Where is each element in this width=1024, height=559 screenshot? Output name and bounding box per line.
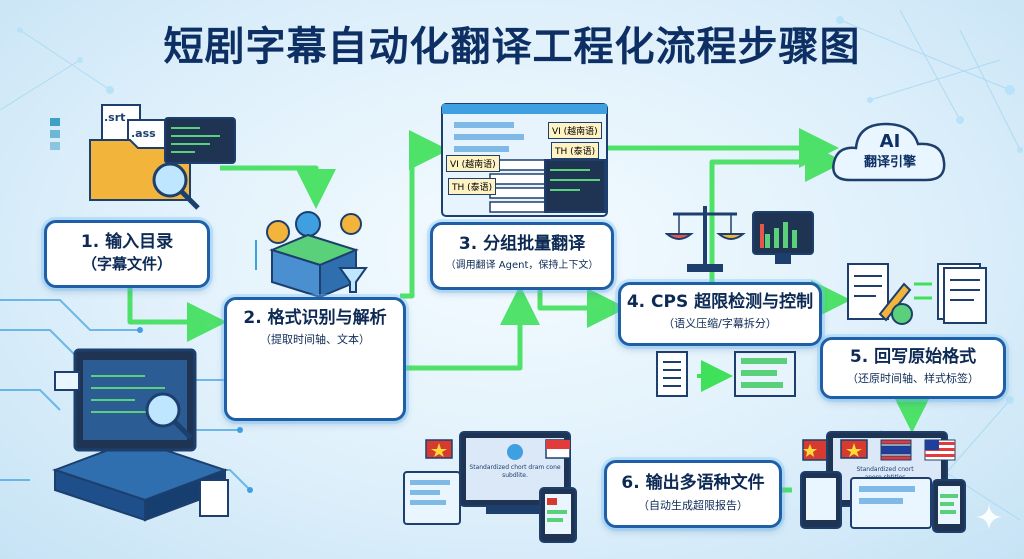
multilingual-devices-left <box>403 431 577 543</box>
ai-cloud-icon <box>832 122 946 182</box>
step-2-title: 2. 格式识别与解析 <box>243 308 387 328</box>
step-6-title: 6. 输出多语种文件 <box>621 473 765 493</box>
lang-tag-vi-1: VI (越南语) <box>548 122 602 139</box>
step-4-subtitle: （语义压缩/字幕拆分） <box>663 317 777 330</box>
diagram-title: 短剧字幕自动化翻译工程化流程步骤图 <box>163 24 861 70</box>
step-4-cps-control: 4. CPS 超限检测与控制 （语义压缩/字幕拆分） <box>618 282 822 346</box>
step-2-subtitle: （提取时间轴、文本） <box>260 333 370 346</box>
arrow-parse-up-to-translate <box>400 130 449 299</box>
parser-server-icon <box>255 211 368 299</box>
right-screen-subtitle-text: Standardized cnort anore sbtitles <box>856 466 914 481</box>
cps-balance-monitor-icon <box>665 206 814 272</box>
ai-cloud-title: AI <box>879 131 901 152</box>
cps-split-document-icons <box>656 351 796 397</box>
step-5-writeback-format: 5. 回写原始格式 （还原时间轴、样式标签） <box>820 337 1006 399</box>
subtitle-folder-illustration <box>50 104 236 210</box>
arrow-translate-to-cps <box>537 287 627 328</box>
arrow-top-files-to-parse <box>220 165 336 209</box>
step-3-batch-translation: 3. 分组批量翻译 （调用翻译 Agent，保持上下文） <box>430 222 614 290</box>
step-6-subtitle: （自动生成超限报告） <box>638 499 748 512</box>
step-2-format-parsing: 2. 格式识别与解析 （提取时间轴、文本） <box>224 297 406 421</box>
step-3-subtitle: （调用翻译 Agent，保持上下文） <box>445 260 599 271</box>
step-6-output-files: 6. 输出多语种文件 （自动生成超限报告） <box>604 460 782 528</box>
step-1-subtitle: （字幕文件） <box>81 255 172 273</box>
multilingual-devices-right <box>800 431 966 533</box>
workstation-illustration <box>52 348 229 522</box>
step-1-title: 1. 输入目录 <box>80 232 174 252</box>
lang-tag-th-2: TH (泰语) <box>448 178 497 195</box>
step-4-title: 4. CPS 超限检测与控制 <box>626 292 814 312</box>
lang-tag-vi-2: VI (越南语) <box>446 155 500 172</box>
ai-cloud-subtitle: 翻译引擎 <box>863 155 916 170</box>
sparkle-icon <box>976 504 1002 530</box>
arrow-ai-to-cps <box>709 142 845 296</box>
left-screen-subtitle-text: Standardized chort dram cone subdlite. <box>469 464 561 479</box>
arrow-input-to-parse <box>127 287 227 342</box>
step-5-subtitle: （还原时间轴、样式标签） <box>847 372 979 385</box>
writeback-documents-icon <box>847 263 987 325</box>
lang-tag-th-1: TH (泰语) <box>551 142 600 159</box>
srt-file-label: .srt <box>104 111 126 124</box>
step-1-input-directory: 1. 输入目录 （字幕文件） <box>44 220 210 288</box>
step-5-title: 5. 回写原始格式 <box>849 347 977 367</box>
arrow-parse-to-translate <box>400 285 540 371</box>
step-3-title: 3. 分组批量翻译 <box>458 234 586 254</box>
ass-file-label: .ass <box>131 127 156 140</box>
